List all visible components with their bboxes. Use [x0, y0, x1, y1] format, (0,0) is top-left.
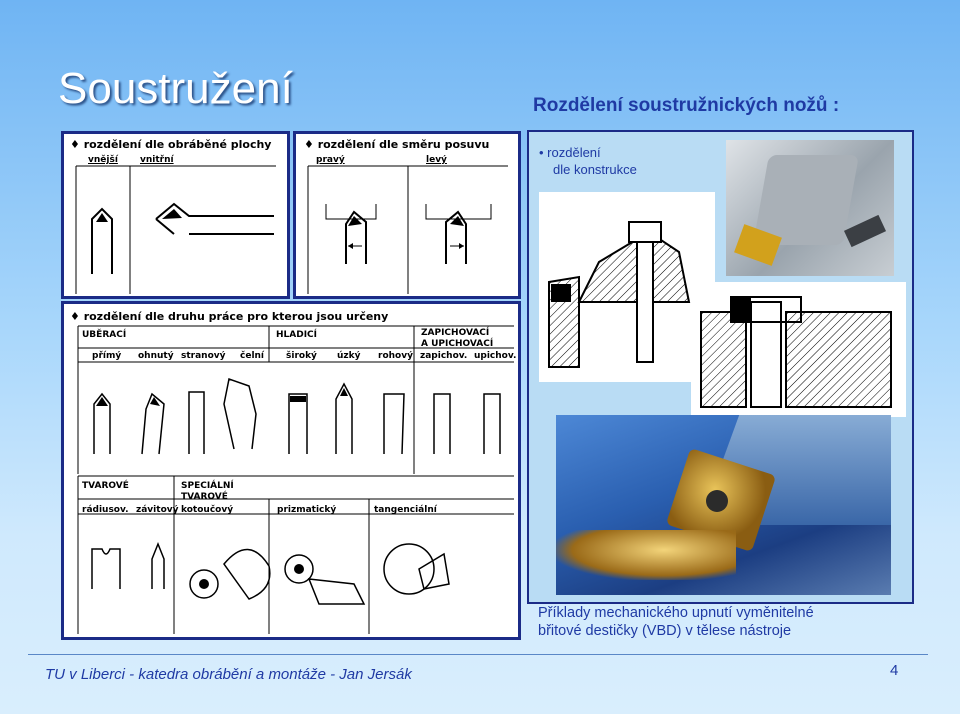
photo-insert-machining — [556, 415, 891, 595]
group-roughing: UBĚRACÍ — [82, 330, 127, 340]
label-grooving: zapichov. — [420, 351, 468, 361]
label-tangential: tangenciální — [374, 505, 437, 515]
panel-heading: • rozdělení dle konstrukce — [539, 145, 637, 177]
label-side: stranový — [181, 351, 226, 361]
caption-line-2: břitové destičky (VBD) v tělese nástroje — [538, 623, 792, 639]
label-outer: vnější — [88, 155, 118, 165]
group-parting: A UPICHOVACÍ — [421, 339, 494, 349]
group-special: SPECIÁLNÍ — [181, 481, 234, 491]
label-inner: vnitřní — [140, 155, 174, 165]
panel-construction: • rozdělení dle konstrukce — [527, 130, 914, 604]
construction-caption: Příklady mechanického upnutí vyměnitelné… — [538, 604, 814, 640]
label-circular: kotoučový — [181, 505, 234, 515]
panel-heading: ♦ rozdělení dle druhu práce pro kterou j… — [70, 310, 389, 323]
group-special-forming: TVAROVÉ — [181, 492, 228, 502]
group-finishing: HLADICÍ — [276, 330, 318, 340]
group-grooving: ZAPICHOVACÍ — [421, 328, 490, 338]
label-left: levý — [426, 155, 447, 165]
label-narrow: úzký — [337, 351, 361, 361]
panel-feed-direction: ♦ rozdělení dle směru posuvu pravý levý — [293, 131, 521, 299]
bullet: • — [539, 145, 548, 160]
panel-machined-surface: ♦ rozdělení dle obráběné plochy vnější v… — [61, 131, 290, 299]
label-parting: upichov. — [474, 351, 517, 361]
label-corner: rohový — [378, 351, 413, 361]
page-number: 4 — [890, 662, 899, 679]
slide-title: Soustružení — [58, 64, 293, 113]
clamp-drawing-2-svg — [700, 296, 892, 408]
panel-heading: ♦ rozdělení dle obráběné plochy — [70, 138, 272, 151]
tool-drawings — [307, 165, 508, 294]
label-radius: rádiusov. — [82, 505, 129, 515]
label-thread: závitový — [136, 505, 179, 515]
label-straight: přímý — [92, 351, 122, 361]
clamp-drawing-2 — [691, 282, 906, 417]
panel-work-type: ♦ rozdělení dle druhu práce pro kterou j… — [61, 301, 521, 640]
clamp-drawing-1-svg — [548, 221, 691, 368]
tool-type-drawings — [77, 325, 514, 634]
photo-insert-holder — [726, 140, 894, 276]
clamp-drawing-1 — [539, 192, 715, 382]
group-forming: TVAROVÉ — [82, 481, 129, 491]
label-face: čelní — [240, 351, 265, 361]
label-prismatic: prizmatický — [277, 505, 337, 515]
label-right: pravý — [316, 155, 345, 165]
slide-subtitle: Rozdělení soustružnických nožů : — [533, 95, 840, 116]
caption-line-1: Příklady mechanického upnutí vyměnitelné — [538, 605, 814, 621]
label-wide: široký — [286, 351, 317, 361]
panel-heading: ♦ rozdělení dle směru posuvu — [304, 138, 490, 151]
footer-text: TU v Liberci - katedra obrábění a montáž… — [45, 666, 412, 683]
footer-divider — [28, 654, 928, 655]
label-bent: ohnutý — [138, 351, 174, 361]
tool-drawings — [75, 165, 276, 294]
